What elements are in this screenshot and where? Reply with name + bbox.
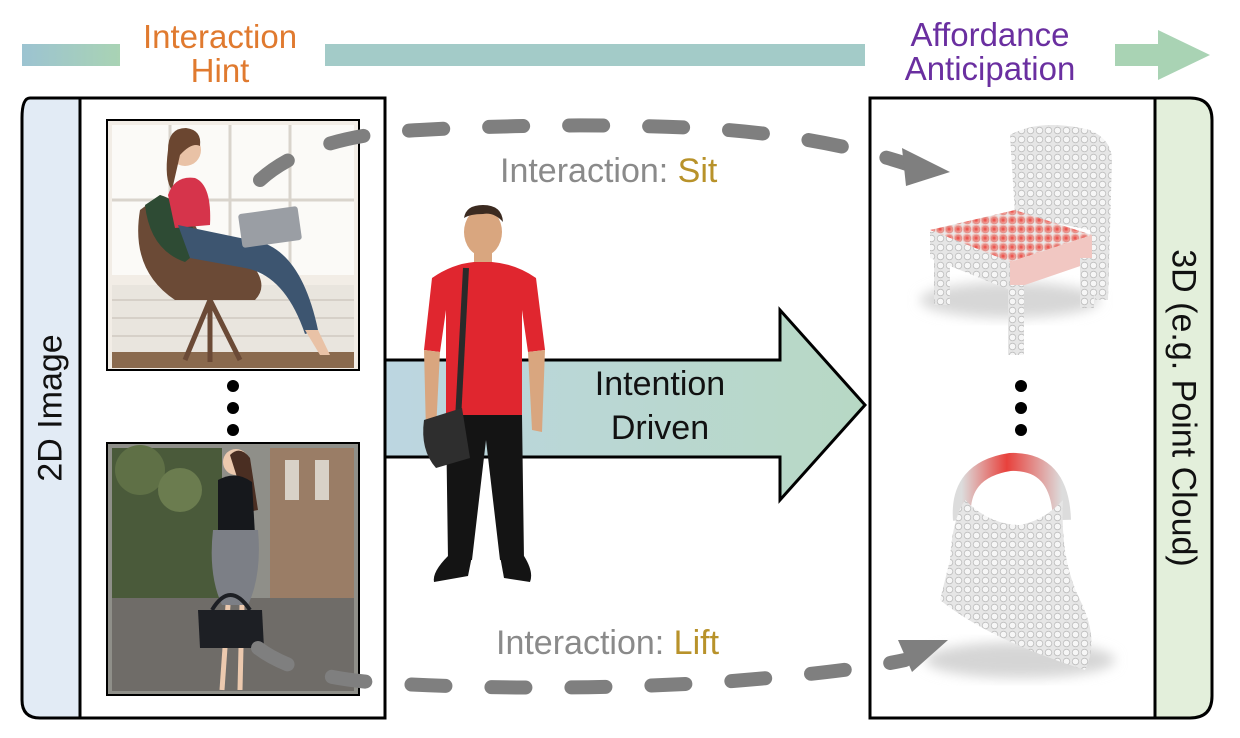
affordance-anticipation-header: Affordance Anticipation [880, 18, 1100, 86]
interaction-sit-verb: Sit [677, 152, 718, 190]
woman-sitting-image [106, 119, 360, 371]
interaction-sit-prefix: Interaction: [500, 152, 678, 190]
right-panel-label: 3D (e.g. Point Cloud) [1164, 249, 1203, 567]
man-silhouette [423, 205, 545, 582]
chair-pointcloud [920, 125, 1112, 355]
right-ellipsis-dots [1015, 380, 1027, 436]
dashed-lift-flow [251, 641, 912, 695]
interaction-lift-verb: Lift [673, 624, 720, 662]
interaction-sit-label: Interaction: Sit [500, 152, 717, 191]
intention-driven-label: Intention Driven [555, 362, 765, 450]
top-flow-bar [22, 30, 1210, 80]
dashed-sit-flow [253, 118, 917, 187]
affordance-line2: Anticipation [904, 50, 1076, 87]
woman-handbag-image [106, 442, 360, 696]
affordance-line1: Affordance [910, 16, 1070, 53]
left-panel-label: 2D Image [31, 334, 70, 482]
lift-arrowhead [898, 640, 948, 672]
handbag-pointcloud [925, 452, 1115, 678]
interaction-hint-line2: Hint [190, 52, 250, 89]
intention-line1: Intention [594, 365, 726, 403]
sit-arrowhead [902, 148, 950, 186]
intention-line2: Driven [610, 409, 710, 447]
interaction-hint-line1: Interaction [142, 18, 298, 55]
interaction-lift-prefix: Interaction: [496, 624, 674, 662]
interaction-hint-header: Interaction Hint [115, 20, 325, 88]
left-ellipsis-dots [227, 380, 239, 436]
interaction-lift-label: Interaction: Lift [496, 624, 719, 663]
